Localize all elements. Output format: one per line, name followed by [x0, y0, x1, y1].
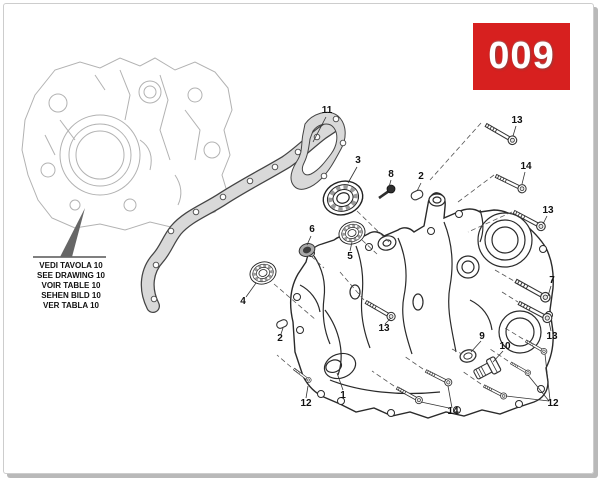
bearing-4: [245, 257, 281, 289]
callout-9[interactable]: 9: [479, 331, 485, 342]
gasket-bolt-holes: [150, 115, 347, 303]
callout-3[interactable]: 3: [355, 155, 361, 166]
note-pointer: [33, 208, 106, 258]
callout-10[interactable]: 10: [499, 341, 511, 352]
note-line: SEHEN BILD 10: [41, 291, 101, 300]
bushing-6: [298, 243, 316, 257]
washer-9: [459, 349, 477, 363]
dowel-2-upper: [410, 189, 424, 201]
callout-2[interactable]: 2: [277, 333, 283, 344]
reference-drawing: [21, 57, 233, 231]
note-line: VEDI TAVOLA 10: [39, 261, 103, 270]
note-line: SEE DRAWING 10: [36, 271, 105, 280]
callout-8[interactable]: 8: [388, 169, 394, 180]
callout-1[interactable]: 1: [340, 390, 346, 401]
callout-12[interactable]: 12: [300, 398, 312, 409]
note-line: VER TABLA 10: [42, 301, 99, 310]
callout-5[interactable]: 5: [347, 251, 353, 262]
crankcase-half: [290, 192, 554, 419]
plug-10: [473, 356, 502, 380]
callout-2[interactable]: 2: [418, 171, 424, 182]
gasket: [140, 111, 347, 313]
dashed-guides: [273, 122, 524, 387]
cross-reference-note: VEDI TAVOLA 10 SEE DRAWING 10 VOIR TABLE…: [24, 261, 118, 311]
callout-13[interactable]: 13: [546, 331, 558, 342]
callout-11[interactable]: 11: [321, 105, 333, 116]
drawing-number-badge: 009: [473, 23, 570, 90]
callout-7[interactable]: 7: [549, 275, 555, 286]
callout-4[interactable]: 4: [240, 296, 246, 307]
drawing-number: 009: [488, 35, 555, 77]
callout-13[interactable]: 13: [378, 323, 390, 334]
note-line: VOIR TABLE 10: [41, 281, 101, 290]
callout-13[interactable]: 13: [542, 205, 554, 216]
callout-14[interactable]: 14: [447, 406, 459, 417]
screw-8: [378, 184, 396, 200]
dowel-2-lower: [276, 319, 288, 329]
callout-6[interactable]: 6: [309, 224, 315, 235]
callout-13[interactable]: 13: [511, 115, 523, 126]
leader-lines: [245, 116, 552, 409]
callout-12[interactable]: 12: [547, 398, 559, 409]
callout-14[interactable]: 14: [520, 161, 532, 172]
